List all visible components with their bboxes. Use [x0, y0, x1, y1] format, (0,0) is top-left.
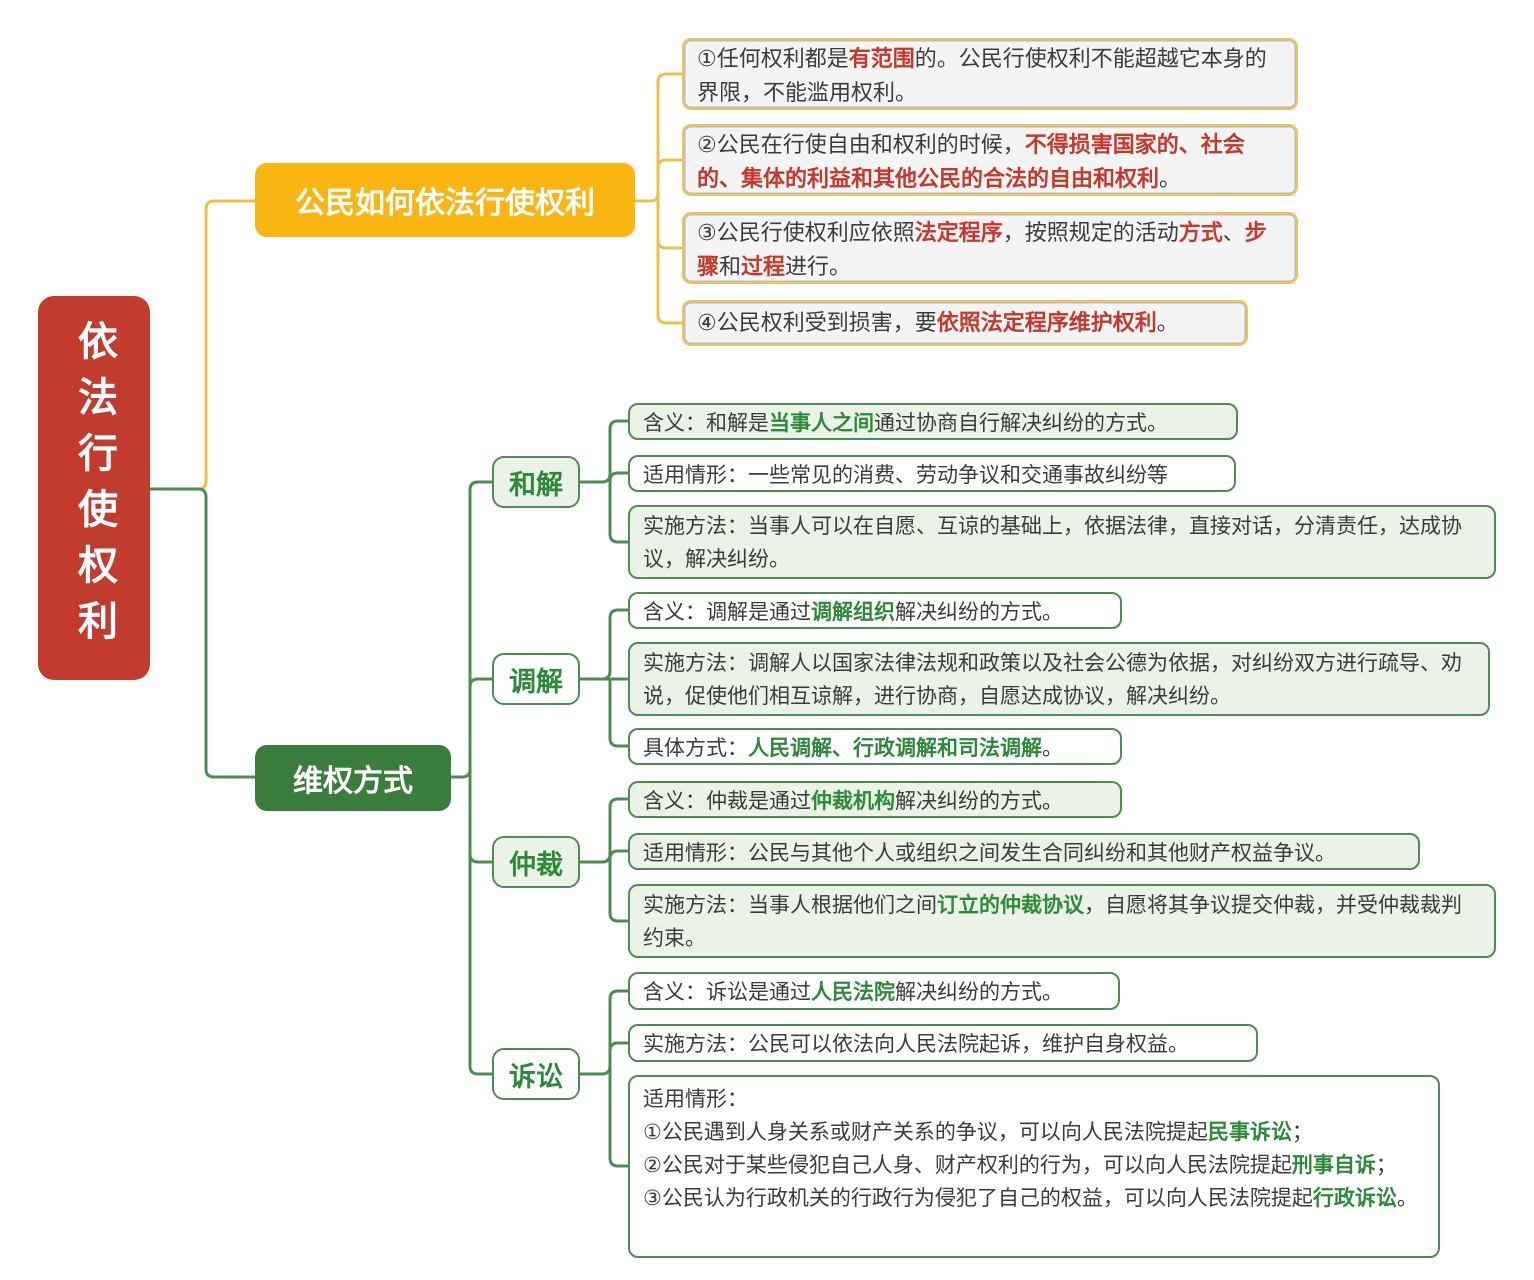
plain-text: 进行。 [785, 254, 852, 279]
plain-text: ，自愿将其争议提交仲裁，并受仲裁裁判约束。 [643, 894, 1462, 950]
highlight-text: 人民调解、行政调解和司法调解 [748, 737, 1042, 760]
yellow-branch-connectors [148, 72, 684, 491]
plain-text: 。 [1159, 166, 1182, 191]
plain-text: 含义：和解是 [643, 412, 769, 435]
root-node-title: 依法行使权利 [72, 320, 116, 656]
highlight-text: 不得损害国家的、社会的、集体的利益和其他公民的合法的自由和权利 [697, 132, 1245, 191]
plain-text: 含义：调解是通过 [643, 601, 811, 624]
hejie-meaning[interactable]: 含义：和解是当事人之间通过协商自行解决纠纷的方式。 [628, 403, 1238, 440]
highlight-text: 民事诉讼 [1207, 1121, 1292, 1144]
plain-text: 。 [1156, 310, 1179, 335]
highlight-text: 法定程序 [914, 220, 1003, 245]
hejie-method[interactable]: 实施方法：当事人可以在自愿、互谅的基础上，依据法律，直接对话，分清责任，达成协议… [628, 505, 1496, 579]
highlight-text: 刑事自诉 [1291, 1154, 1376, 1177]
plain-text: ； ③公民认为行政机关的行政行为侵犯了自己的权益，可以向人民法院提起 [643, 1154, 1397, 1210]
plain-text: ①任何权利都是 [697, 46, 849, 71]
plain-text: 实施方法：当事人可以在自愿、互谅的基础上，依据法律，直接对话，分清责任，达成协议… [643, 515, 1462, 571]
exercise-item-4[interactable]: ④公民权利受到损害，要依照法定程序维护权利。 [682, 300, 1248, 346]
plain-text: ④公民权利受到损害，要 [697, 310, 937, 335]
highlight-text: 调解组织 [811, 601, 895, 624]
zhongcai-meaning[interactable]: 含义：仲裁是通过仲裁机构解决纠纷的方式。 [628, 781, 1122, 818]
highlight-text: 当事人之间 [769, 412, 874, 435]
zhongcai-method[interactable]: 实施方法：当事人根据他们之间订立的仲裁协议，自愿将其争议提交仲裁，并受仲裁裁判约… [628, 884, 1496, 958]
highlight-text: 订立的仲裁协议 [937, 894, 1084, 917]
highlight-text: 仲裁机构 [811, 790, 895, 813]
plain-text: 适用情形：公民与其他个人或组织之间发生合同纠纷和其他财产权益争议。 [643, 842, 1336, 865]
green-branch-connectors [148, 419, 630, 1168]
plain-text: 解决纠纷的方式。 [895, 601, 1063, 624]
branch-exercise-title: 公民如何依法行使权利 [295, 187, 595, 220]
plain-text: 。 [1042, 737, 1063, 760]
method-zhongcai-node[interactable]: 仲裁 [492, 836, 580, 888]
susong-meaning[interactable]: 含义：诉讼是通过人民法院解决纠纷的方式。 [628, 972, 1120, 1010]
plain-text: ，按照规定的活动 [1002, 220, 1179, 245]
plain-text: 。 [1396, 1187, 1418, 1210]
susong-method[interactable]: 实施方法：公民可以依法向人民法院起诉，维护自身权益。 [628, 1024, 1258, 1062]
plain-text: 解决纠纷的方式。 [895, 790, 1063, 813]
exercise-item-3[interactable]: ③公民行使权利应依照法定程序，按照规定的活动方式、步骤和过程进行。 [682, 212, 1298, 284]
branch-rights-title: 维权方式 [293, 765, 413, 798]
plain-text: 适用情形：一些常见的消费、劳动争议和交通事故纠纷等 [643, 464, 1168, 487]
plain-text: 实施方法：调解人以国家法律法规和政策以及社会公德为依据，对纠纷双方进行疏导、劝说… [643, 652, 1462, 708]
plain-text: 通过协商自行解决纠纷的方式。 [874, 412, 1168, 435]
exercise-item-1[interactable]: ①任何权利都是有范围的。公民行使权利不能超越它本身的界限，不能滥用权利。 [682, 38, 1298, 110]
plain-text: 适用情形： ①公民遇到人身关系或财产关系的争议，可以向人民法院提起 [643, 1088, 1208, 1144]
highlight-text: 过程 [741, 254, 786, 279]
highlight-text: 依照法定程序维护权利 [936, 310, 1157, 335]
plain-text: 实施方法：公民可以依法向人民法院起诉，维护自身权益。 [643, 1033, 1189, 1056]
method-tiaojie-node[interactable]: 调解 [492, 653, 580, 705]
highlight-text: 步骤 [697, 220, 1267, 279]
branch-rights-node[interactable]: 维权方式 [255, 745, 451, 811]
plain-text: 具体方式： [643, 737, 748, 760]
plain-text: 含义：仲裁是通过 [643, 790, 811, 813]
highlight-text: 有范围 [848, 46, 915, 71]
tiaojie-meaning[interactable]: 含义：调解是通过调解组织解决纠纷的方式。 [628, 592, 1122, 629]
method-hejie-node[interactable]: 和解 [492, 456, 580, 508]
plain-text: 含义：诉讼是通过 [643, 981, 811, 1004]
tiaojie-method[interactable]: 实施方法：调解人以国家法律法规和政策以及社会公德为依据，对纠纷双方进行疏导、劝说… [628, 642, 1490, 716]
plain-text: 、 [1222, 220, 1245, 245]
plain-text: ②公民在行使自由和权利的时候， [697, 132, 1025, 157]
plain-text: 解决纠纷的方式。 [895, 981, 1063, 1004]
plain-text: 的。公民行使权利不能超越它本身的界限，不能滥用权利。 [697, 46, 1267, 105]
susong-applicable[interactable]: 适用情形： ①公民遇到人身关系或财产关系的争议，可以向人民法院提起民事诉讼； ②… [628, 1075, 1440, 1258]
highlight-text: 行政诉讼 [1312, 1187, 1397, 1210]
hejie-applicable[interactable]: 适用情形：一些常见的消费、劳动争议和交通事故纠纷等 [628, 455, 1236, 492]
plain-text: 和 [719, 254, 742, 279]
plain-text: 实施方法：当事人根据他们之间 [643, 894, 937, 917]
highlight-text: 人民法院 [811, 981, 895, 1004]
exercise-item-2[interactable]: ②公民在行使自由和权利的时候，不得损害国家的、社会的、集体的利益和其他公民的合法… [682, 124, 1298, 196]
tiaojie-specific[interactable]: 具体方式：人民调解、行政调解和司法调解。 [628, 728, 1122, 765]
branch-exercise-node[interactable]: 公民如何依法行使权利 [255, 163, 635, 237]
method-susong-node[interactable]: 诉讼 [492, 1048, 580, 1100]
highlight-text: 方式 [1178, 220, 1223, 245]
zhongcai-applicable[interactable]: 适用情形：公民与其他个人或组织之间发生合同纠纷和其他财产权益争议。 [628, 833, 1420, 870]
plain-text: ； ②公民对于某些侵犯自己人身、财产权利的行为，可以向人民法院提起 [643, 1121, 1313, 1177]
plain-text: ③公民行使权利应依照 [697, 220, 915, 245]
root-node[interactable]: 依法行使权利 [38, 296, 150, 680]
